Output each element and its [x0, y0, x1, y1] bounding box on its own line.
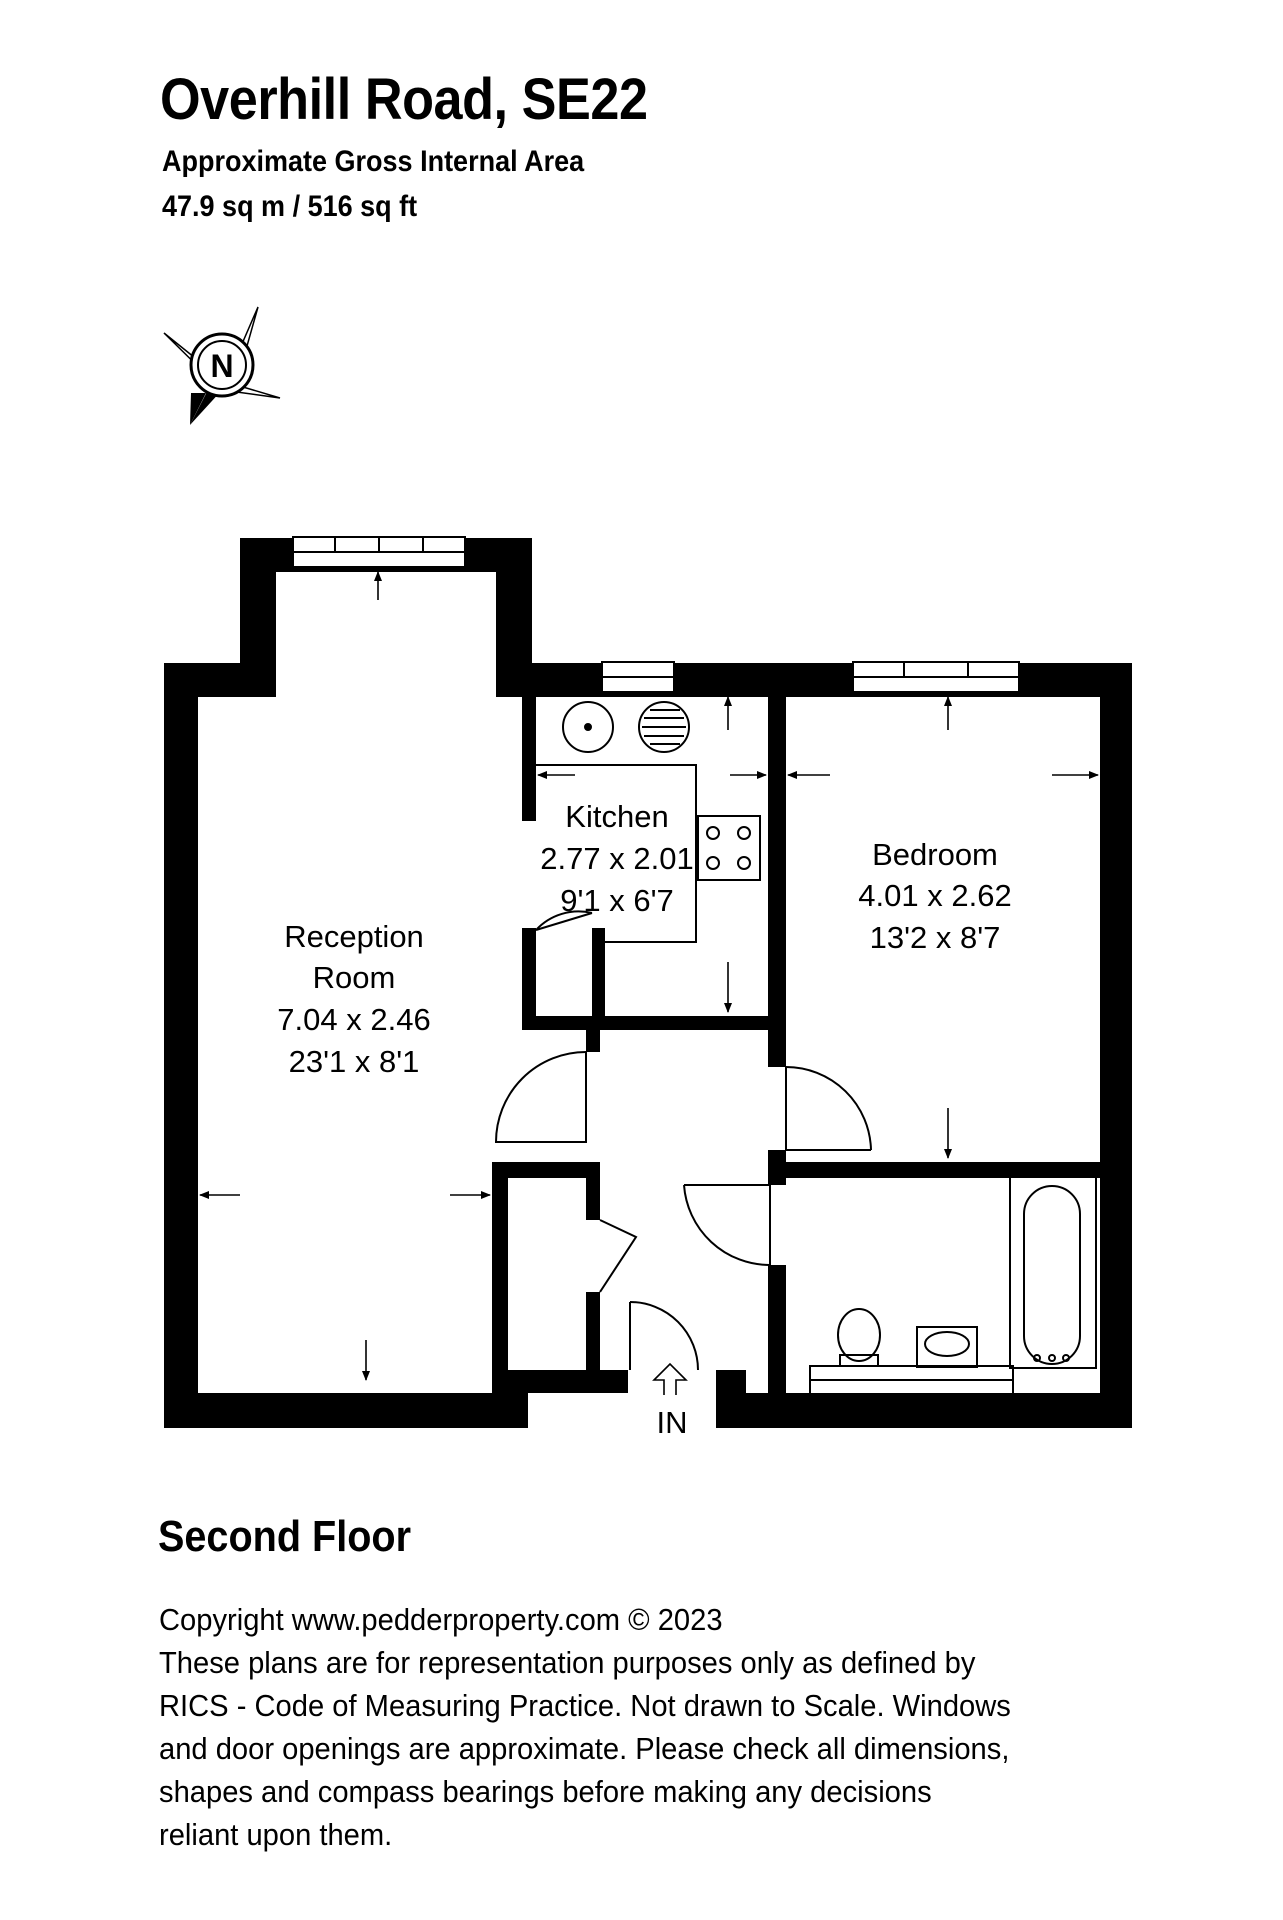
kitchen-fittings — [536, 701, 761, 943]
room-labels: Reception Room 7.04 x 2.46 23'1 x 8'1 Ki… — [277, 799, 1011, 1440]
walls — [164, 538, 1132, 1428]
area-label: Approximate Gross Internal Area — [162, 145, 585, 178]
hob-icon — [697, 815, 761, 881]
toilet-icon — [837, 1308, 881, 1362]
entrance-arrow-icon — [652, 1362, 688, 1395]
bedroom-name: Bedroom — [872, 837, 998, 872]
bathroom-fittings — [837, 1171, 1097, 1369]
bedroom-imperial: 13'2 x 8'7 — [870, 920, 1001, 955]
disclaimer-line-6: reliant upon them. — [159, 1817, 393, 1852]
windows — [292, 536, 1020, 1395]
bath-inner — [1023, 1185, 1081, 1365]
basin-icon — [916, 1326, 978, 1368]
bath-icon — [1009, 1171, 1097, 1369]
reception-name-2: Room — [313, 960, 396, 995]
kitchen-imperial: 9'1 x 6'7 — [560, 883, 674, 918]
entrance-label: IN — [657, 1405, 688, 1440]
sink-icon — [562, 701, 614, 753]
property-title: Overhill Road, SE22 — [160, 67, 648, 132]
disclaimer-line-5: shapes and compass bearings before makin… — [159, 1774, 932, 1809]
doors — [495, 910, 872, 1371]
kitchen-metric: 2.77 x 2.01 — [540, 841, 693, 876]
kitchen-name: Kitchen — [565, 799, 668, 834]
disclaimer-line-4: and door openings are approximate. Pleas… — [159, 1731, 1010, 1766]
bedroom-metric: 4.01 x 2.62 — [858, 878, 1011, 913]
area-value: 47.9 sq m / 516 sq ft — [162, 190, 418, 223]
copyright-line-1: Copyright www.pedderproperty.com © 2023 — [159, 1602, 723, 1637]
compass-rose-icon: N — [163, 306, 281, 425]
dimension-arrows — [199, 571, 1099, 1381]
reception-metric: 7.04 x 2.46 — [277, 1002, 430, 1037]
reception-imperial: 23'1 x 8'1 — [289, 1044, 420, 1079]
floor-label: Second Floor — [158, 1512, 412, 1561]
disclaimer-line-2: These plans are for representation purpo… — [159, 1645, 976, 1680]
drainer-icon — [638, 701, 690, 753]
reception-name-1: Reception — [284, 919, 424, 954]
compass-letter: N — [210, 348, 233, 384]
disclaimer-line-3: RICS - Code of Measuring Practice. Not d… — [159, 1688, 1011, 1723]
